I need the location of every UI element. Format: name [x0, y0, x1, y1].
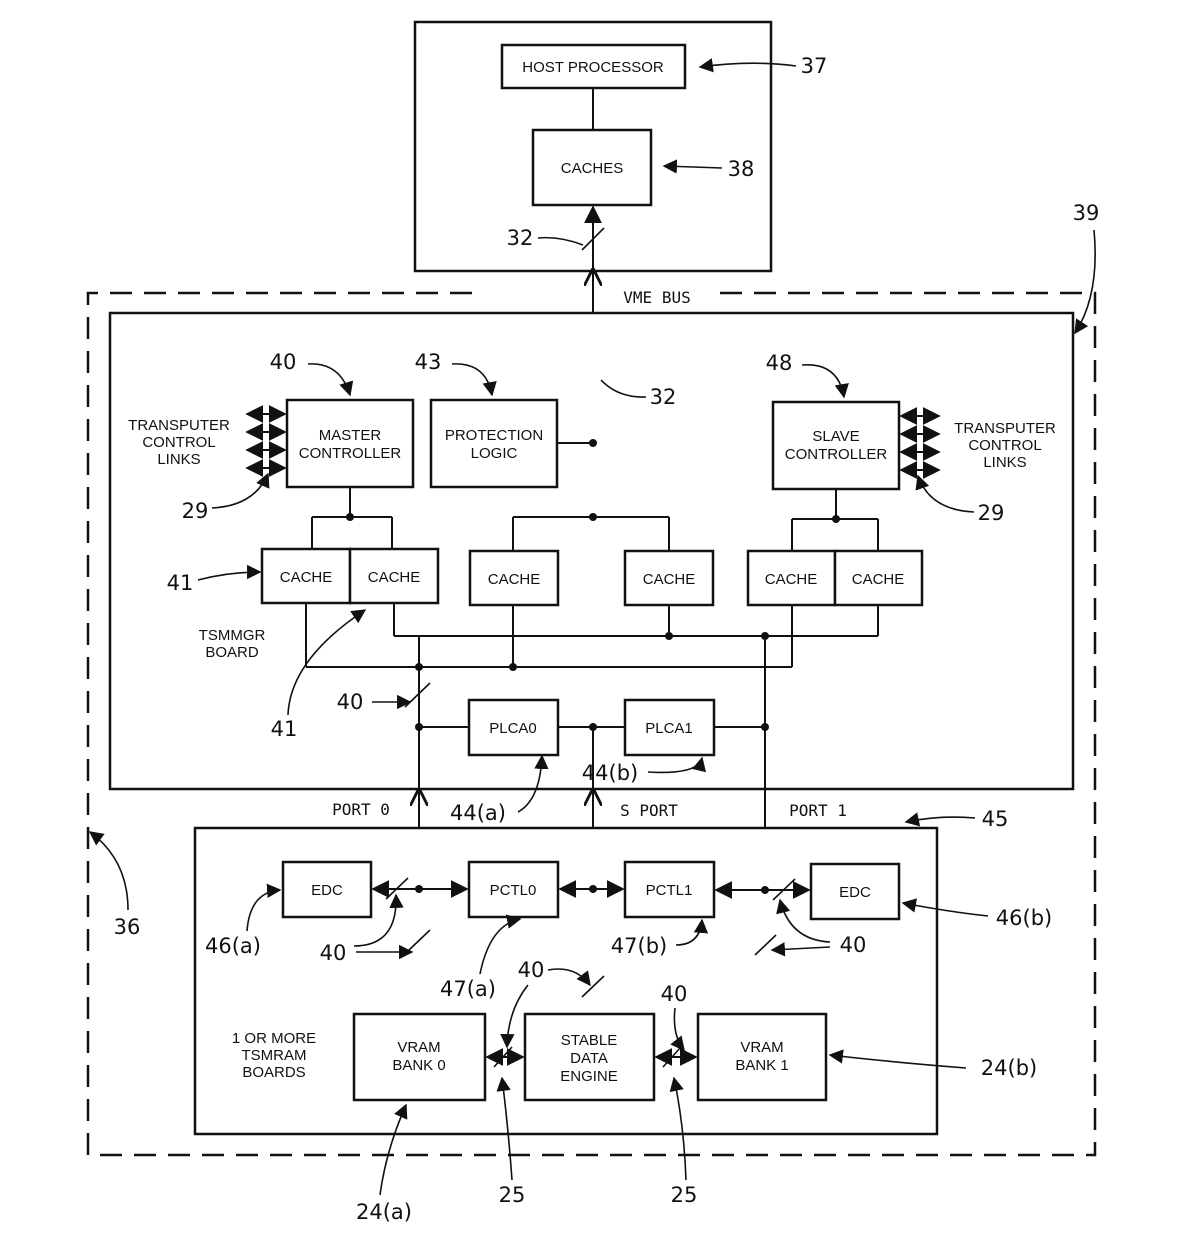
ref-39: 39	[1073, 201, 1100, 225]
ref-41-bottom: 41	[271, 717, 298, 741]
master-controller-label-2: CONTROLLER	[299, 445, 402, 462]
ref-44a: 44(a)	[450, 801, 506, 825]
ref-24b: 24(b)	[981, 1056, 1037, 1080]
ref-48: 48	[766, 351, 793, 375]
vram-bank0-box	[352, 1012, 487, 1102]
host-processor-label: HOST PROCESSOR	[522, 59, 664, 76]
cache-label: CACHE	[765, 571, 818, 588]
protection-logic-label-2: LOGIC	[471, 445, 518, 462]
ref-40-sde: 40	[518, 958, 545, 982]
tsmmgr-board-frame	[108, 311, 1075, 791]
ref-47b: 47(b)	[611, 934, 667, 958]
ref-25-left: 25	[499, 1183, 526, 1207]
slave-controller-label-1: SLAVE	[812, 428, 859, 445]
master-controller-box	[285, 398, 415, 489]
transputer-links-left-1: TRANSPUTER	[128, 417, 230, 434]
cache-label: CACHE	[488, 571, 541, 588]
cache-label: CACHE	[643, 571, 696, 588]
cache-master-b	[348, 547, 440, 605]
transputer-links-right-3: LINKS	[983, 454, 1026, 471]
ref-40-vram1: 40	[661, 982, 688, 1006]
tsmram-board: EDC PCTL0 PCTL1 EDC VRAM BANK 0 STABLE D…	[193, 826, 939, 1136]
pctl1-box	[623, 860, 716, 919]
stable-data-engine-label-3: ENGINE	[560, 1068, 618, 1085]
port1-label: PORT 1	[789, 801, 847, 820]
ref-38: 38	[728, 157, 755, 181]
plca1-label: PLCA1	[645, 720, 693, 737]
master-controller-label-1: MASTER	[319, 427, 382, 444]
slave-controller-label-2: CONTROLLER	[785, 446, 888, 463]
cache-label: CACHE	[368, 569, 421, 586]
ref-40-right: 40	[840, 933, 867, 957]
vram-bank0-label-2: BANK 0	[392, 1057, 445, 1074]
ref-29-left: 29	[182, 499, 209, 523]
vram-bank0-label-1: VRAM	[397, 1039, 440, 1056]
ref-25-right: 25	[671, 1183, 698, 1207]
tsmmgr-board-label-2: BOARD	[205, 644, 259, 661]
vram-bank1-label-1: VRAM	[740, 1039, 783, 1056]
tsmmgr-board-label-1: TSMMGR	[199, 627, 266, 644]
vme-bus-label: VME BUS	[623, 288, 690, 307]
ref-47a: 47(a)	[440, 977, 496, 1001]
ref-46a: 46(a)	[205, 934, 261, 958]
ref-37: 37	[801, 54, 828, 78]
ref-45: 45	[982, 807, 1009, 831]
ref-40-plca: 40	[337, 690, 364, 714]
s-port-label: S PORT	[620, 801, 678, 820]
tsmram-boards-label-2: TSMRAM	[242, 1047, 307, 1064]
ref-24a: 24(a)	[356, 1200, 412, 1224]
cache-label: CACHE	[280, 569, 333, 586]
ref-46b: 46(b)	[996, 906, 1052, 930]
ref-44b: 44(b)	[582, 761, 638, 785]
transputer-links-right-2: CONTROL	[968, 437, 1041, 454]
slave-controller-box	[771, 400, 901, 491]
stable-data-engine-label-2: DATA	[570, 1050, 608, 1067]
tsmram-boards-label-3: BOARDS	[242, 1064, 305, 1081]
vram-bank1-box	[696, 1012, 828, 1102]
pctl0-label: PCTL0	[490, 882, 537, 899]
host-caches-box	[531, 128, 653, 207]
pctl0-box	[467, 860, 560, 919]
ref-40-left: 40	[320, 941, 347, 965]
system-boundary-36	[86, 291, 1097, 1157]
host-caches-label: CACHES	[561, 160, 624, 177]
plca0-label: PLCA0	[489, 720, 537, 737]
ref-40-master: 40	[270, 350, 297, 374]
port0-label: PORT 0	[332, 800, 390, 819]
edc-left-box	[281, 860, 373, 919]
ref-29-right: 29	[978, 501, 1005, 525]
cache-label: CACHE	[852, 571, 905, 588]
stable-data-engine-box	[523, 1012, 656, 1102]
edc-left-label: EDC	[311, 882, 343, 899]
protection-logic-label-1: PROTECTION	[445, 427, 543, 444]
transputer-links-left-2: CONTROL	[142, 434, 215, 451]
reference-numerals: 37 38 32 39 40 43 48 32 29 29 41 41 40 4…	[88, 54, 1100, 1224]
transputer-links-left-3: LINKS	[157, 451, 200, 468]
stable-data-engine-label-1: STABLE	[561, 1032, 617, 1049]
ref-43: 43	[415, 350, 442, 374]
edc-right-box	[809, 862, 901, 921]
vram-bank1-label-2: BANK 1	[735, 1057, 788, 1074]
pctl1-label: PCTL1	[646, 882, 693, 899]
tsmram-boards-label-1: 1 OR MORE	[232, 1030, 316, 1047]
ref-32-mid: 32	[650, 385, 677, 409]
cache-vme-a	[468, 549, 560, 607]
transputer-links-right-1: TRANSPUTER	[954, 420, 1056, 437]
ref-41-left: 41	[167, 571, 194, 595]
tsmmgr-board: MASTER CONTROLLER PROTECTION LOGIC SLAVE…	[108, 311, 1075, 791]
ref-32-top: 32	[507, 226, 534, 250]
edc-right-label: EDC	[839, 884, 871, 901]
ref-36: 36	[114, 915, 141, 939]
